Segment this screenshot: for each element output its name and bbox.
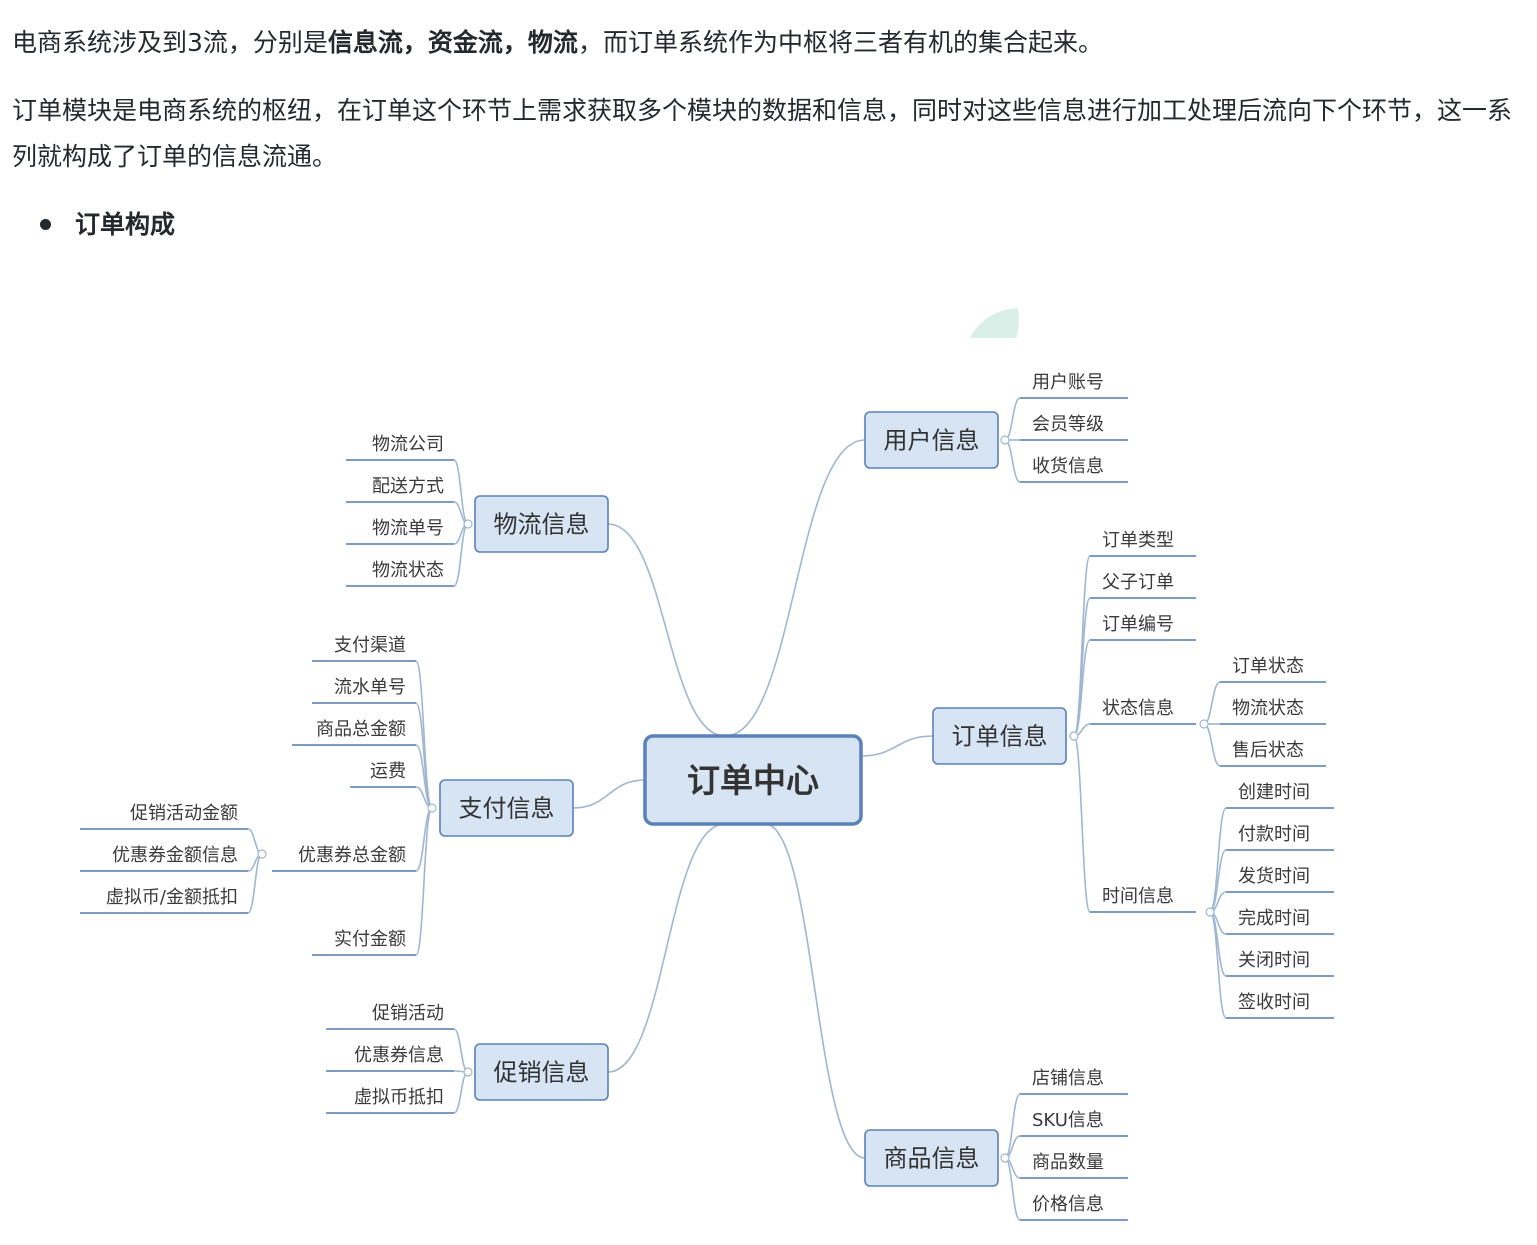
promotion-item-2: 虚拟币抵扣 xyxy=(354,1087,444,1108)
node-payment-info-label: 支付信息 xyxy=(459,795,555,823)
status-collapse-icon xyxy=(1199,719,1209,729)
status-child-0: 订单状态 xyxy=(1232,656,1304,677)
user-item-0: 用户账号 xyxy=(1032,372,1104,393)
time-child-connector xyxy=(1209,807,1227,913)
center-to-logistics xyxy=(607,523,726,737)
logistics-collapse-icon xyxy=(463,519,473,529)
time-child-0: 创建时间 xyxy=(1238,782,1310,803)
payment-collapse-icon xyxy=(427,803,437,813)
node-promotion-info-label: 促销信息 xyxy=(494,1059,590,1087)
p1-bold-flows: 信息流，资金流，物流 xyxy=(327,28,578,57)
promotion-item-connector xyxy=(453,1028,469,1073)
status-child-1: 物流状态 xyxy=(1232,698,1304,719)
order-item-2: 订单编号 xyxy=(1102,614,1174,635)
coupon-child-0: 促销活动金额 xyxy=(130,803,238,824)
node-logistics-info-box xyxy=(474,495,609,553)
payment-connector xyxy=(415,702,433,809)
order-mindmap: 用户账号会员等级收货信息物流公司配送方式物流单号物流状态支付渠道流水单号商品总金… xyxy=(80,308,1334,1221)
node-product-info-box xyxy=(864,1129,999,1187)
leaf-decoration-icon xyxy=(970,308,1019,338)
center-to-order xyxy=(860,735,934,757)
center-to-payment xyxy=(572,779,646,809)
section-bullet: 订单构成 xyxy=(40,202,175,248)
coupon-child-2: 虚拟币/金额抵扣 xyxy=(106,887,238,908)
user-collapse-icon xyxy=(1000,435,1010,445)
center-to-user xyxy=(724,439,866,737)
promotion-item-0: 促销活动 xyxy=(372,1003,444,1024)
node-logistics-info-label: 物流信息 xyxy=(494,511,590,539)
bullet-dot-icon xyxy=(40,218,51,230)
node-order-center: 订单中心 xyxy=(643,734,863,826)
center-to-promotion xyxy=(607,823,726,1073)
order-connector xyxy=(1073,597,1091,737)
center-to-product xyxy=(764,823,866,1159)
node-payment-info-box xyxy=(439,779,574,837)
payment-connector xyxy=(415,660,433,809)
order-collapse-icon xyxy=(1069,731,1079,741)
node-user-info: 用户信息 xyxy=(864,411,999,469)
time-child-4: 关闭时间 xyxy=(1238,950,1310,971)
promotion-collapse-icon xyxy=(463,1067,473,1077)
logistics-item-1: 配送方式 xyxy=(372,476,444,497)
status-child-connector xyxy=(1203,723,1221,767)
node-order-info: 订单信息 xyxy=(932,707,1067,765)
time-collapse-icon xyxy=(1205,907,1215,917)
node-user-info-box xyxy=(864,411,999,469)
node-order-info-label: 订单信息 xyxy=(952,723,1048,751)
time-child-1: 付款时间 xyxy=(1238,824,1310,845)
time-child-connector xyxy=(1209,911,1227,1019)
node-promotion-info: 促销信息 xyxy=(474,1043,609,1101)
logistics-item-2: 物流单号 xyxy=(372,518,444,539)
product-item-2: 商品数量 xyxy=(1032,1152,1104,1173)
node-product-info-label: 商品信息 xyxy=(884,1145,980,1173)
node-order-center-box xyxy=(643,734,863,826)
status-child-connector xyxy=(1203,681,1221,725)
node-logistics-info: 物流信息 xyxy=(474,495,609,553)
payment-item-3: 运费 xyxy=(370,761,406,782)
payment-item-1: 流水单号 xyxy=(334,677,406,698)
section-bullet-label: 订单构成 xyxy=(75,210,176,239)
payment-item-5: 实付金额 xyxy=(334,929,406,950)
intro-paragraph-1: 电商系统涉及到3流，分别是信息流，资金流，物流，而订单系统作为中枢将三者有机的集… xyxy=(12,20,1517,66)
product-item-0: 店铺信息 xyxy=(1032,1068,1104,1089)
mindmap-connectors xyxy=(247,397,1227,1221)
node-promotion-info-box xyxy=(474,1043,609,1101)
node-user-info-label: 用户信息 xyxy=(884,427,980,455)
logistics-item-3: 物流状态 xyxy=(372,560,444,581)
payment-connector xyxy=(415,807,433,956)
status-child-2: 售后状态 xyxy=(1232,740,1304,761)
node-product-info: 商品信息 xyxy=(864,1129,999,1187)
promotion-item-1: 优惠券信息 xyxy=(354,1045,444,1066)
user-item-2: 收货信息 xyxy=(1032,456,1104,477)
product-item-3: 价格信息 xyxy=(1032,1194,1104,1215)
order-connector xyxy=(1073,735,1091,913)
user-item-connector xyxy=(1004,439,1021,483)
user-item-connector xyxy=(1004,397,1021,441)
time-child-3: 完成时间 xyxy=(1238,908,1310,929)
p1-after: ，而订单系统作为中枢将三者有机的集合起来。 xyxy=(577,28,1103,57)
order-item-1: 父子订单 xyxy=(1102,572,1174,593)
time-child-2: 发货时间 xyxy=(1238,866,1310,887)
promotion-item-connector xyxy=(453,1071,469,1114)
product-collapse-icon xyxy=(1000,1153,1010,1163)
node-payment-info: 支付信息 xyxy=(439,779,574,837)
intro-paragraph-2: 订单模块是电商系统的枢纽，在订单这个环节上需求获取多个模块的数据和信息，同时对这… xyxy=(12,96,1513,171)
user-item-1: 会员等级 xyxy=(1032,414,1104,435)
payment-item-0: 支付渠道 xyxy=(334,635,406,656)
payment-item-2: 商品总金额 xyxy=(316,719,406,740)
node-order-center-label: 订单中心 xyxy=(687,761,819,800)
mindmap-nodes: 用户账号会员等级收货信息物流公司配送方式物流单号物流状态支付渠道流水单号商品总金… xyxy=(80,308,1334,1221)
node-order-info-box xyxy=(932,707,1067,765)
payment-item-4: 优惠券总金额 xyxy=(298,845,406,866)
order-item-0: 订单类型 xyxy=(1102,530,1174,551)
order-item-4: 时间信息 xyxy=(1102,886,1174,907)
p1-before: 电商系统涉及到3流，分别是 xyxy=(12,28,328,57)
coupon-child-1: 优惠券金额信息 xyxy=(112,845,238,866)
logistics-item-0: 物流公司 xyxy=(372,434,444,455)
coupon-collapse-icon xyxy=(257,849,267,859)
order-item-3: 状态信息 xyxy=(1102,698,1174,719)
product-item-1: SKU信息 xyxy=(1032,1110,1104,1131)
time-child-5: 签收时间 xyxy=(1238,992,1310,1013)
